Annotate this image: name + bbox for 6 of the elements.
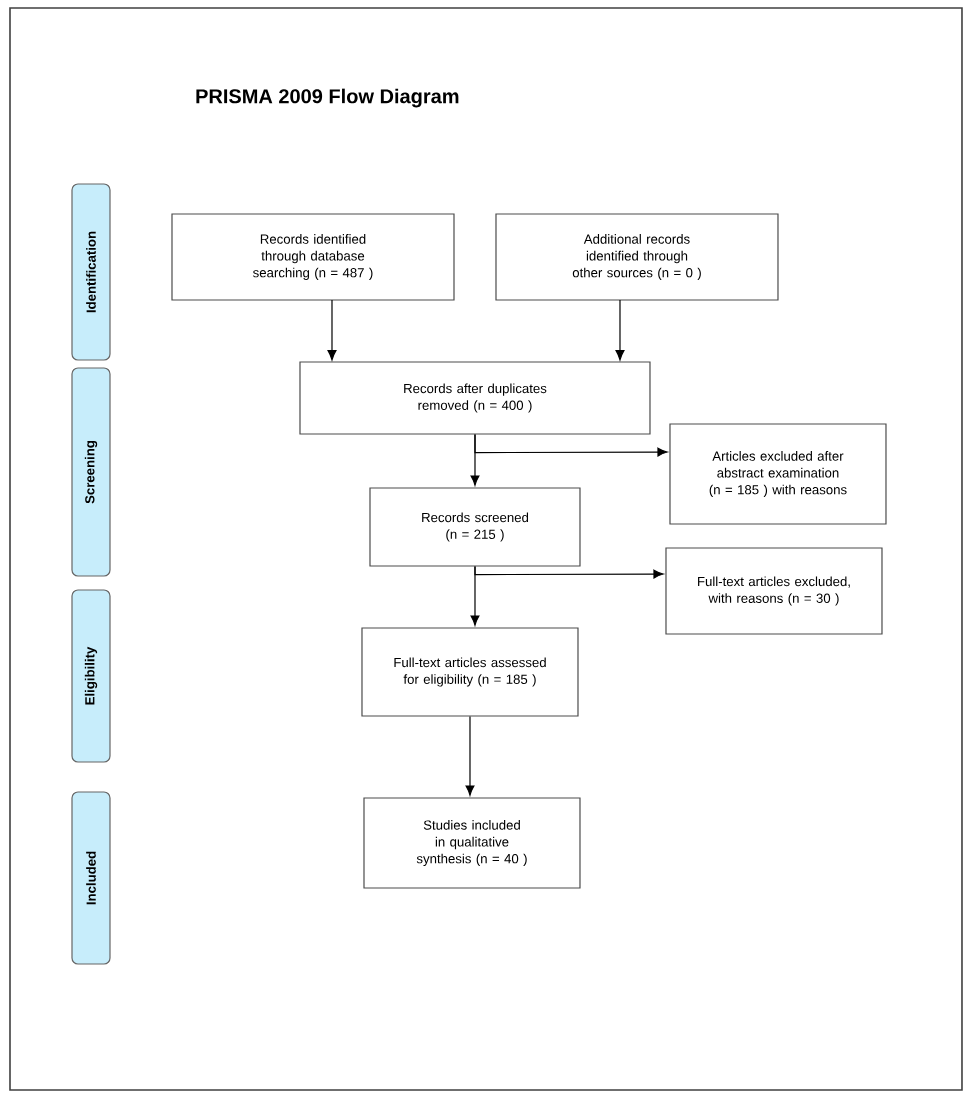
title: PRISMA 2009 Flow Diagram — [196, 88, 459, 108]
arrow — [474, 566, 664, 579]
arrow — [327, 299, 337, 361]
arrow — [474, 434, 668, 457]
arrow — [465, 716, 475, 796]
arrow — [615, 299, 625, 361]
